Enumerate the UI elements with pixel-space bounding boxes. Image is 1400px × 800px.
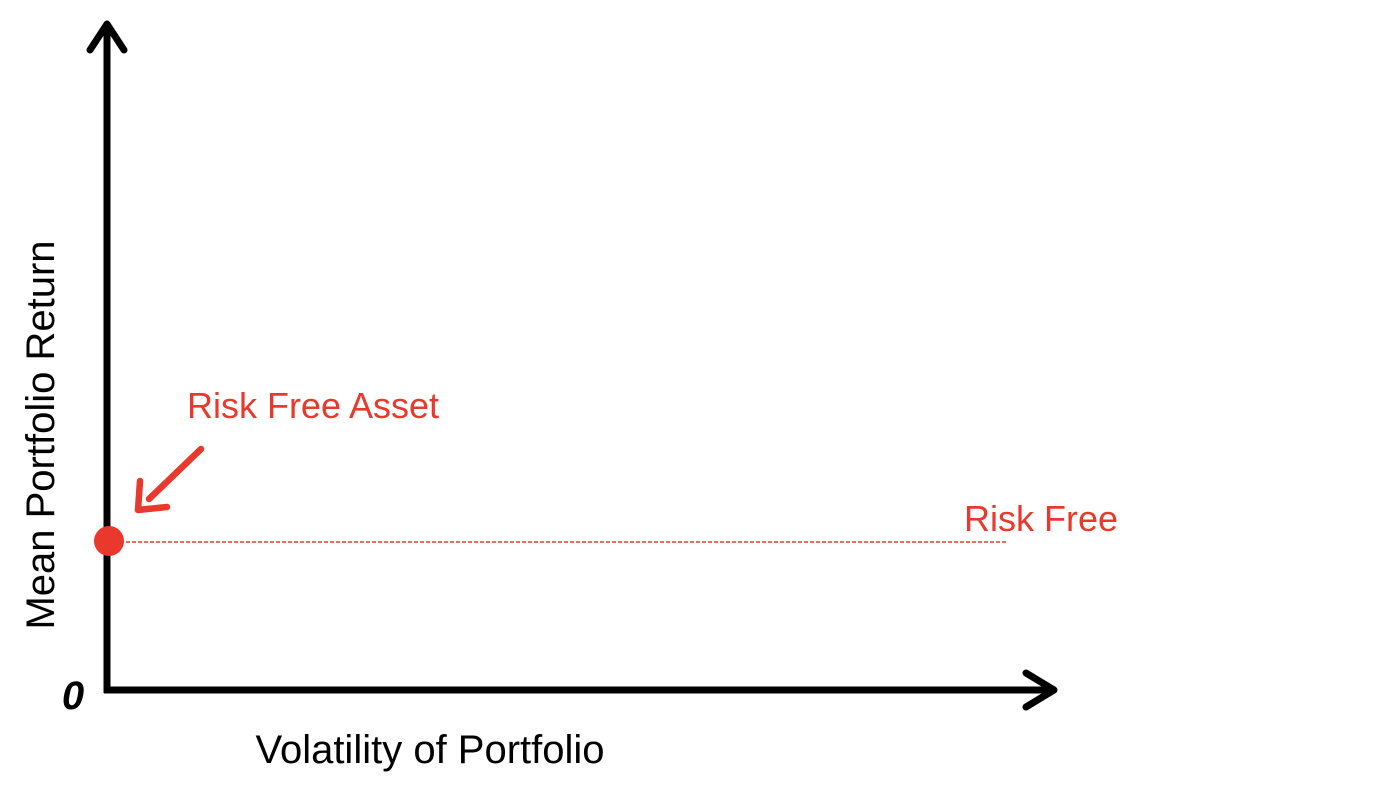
arrow-icon	[134, 445, 205, 514]
origin-label: 0	[62, 674, 84, 718]
risk-free-asset-label: Risk Free Asset	[187, 385, 439, 426]
y-axis-arrowhead	[86, 20, 128, 54]
risk-free-asset-point	[94, 526, 124, 556]
x-axis-label: Volatility of Portfolio	[255, 728, 604, 772]
y-axis-label: Mean Portfolio Return	[19, 240, 63, 629]
risk-free-line-label: Risk Free	[964, 498, 1118, 539]
x-axis-arrowhead	[1022, 669, 1058, 711]
